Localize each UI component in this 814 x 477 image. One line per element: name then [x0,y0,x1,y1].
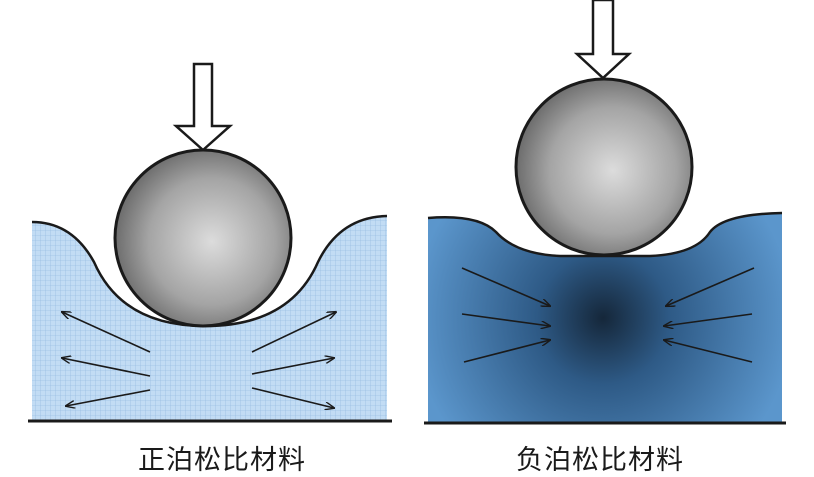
positive-ball [113,148,293,328]
negative-load-arrow-icon [573,0,633,80]
negative-arrow-right-middle [664,313,753,326]
positive-arrow-left-middle [62,358,151,377]
positive-force-arrows [62,312,336,408]
positive-arrow-left-upper [62,312,151,353]
negative-material-block [428,213,782,422]
positive-arrow-right-lower [251,387,334,408]
negative-arrow-left-lower [463,340,550,363]
positive-caption: 正泊松比材料 [138,445,306,476]
negative-ball [514,77,694,257]
negative-arrow-left-middle [461,313,550,326]
negative-force-arrows [461,267,755,363]
positive-panel [28,62,392,423]
positive-load-arrow-icon [172,62,234,152]
negative-panel [424,0,786,425]
positive-arrow-right-middle [251,358,334,375]
negative-arrow-left-upper [461,267,550,306]
negative-arrow-right-lower [664,340,753,363]
positive-arrow-right-upper [251,312,336,353]
positive-arrow-left-lower [66,389,151,406]
negative-arrow-right-upper [666,267,755,306]
positive-material-grid [32,216,387,420]
negative-caption: 负泊松比材料 [516,445,684,476]
